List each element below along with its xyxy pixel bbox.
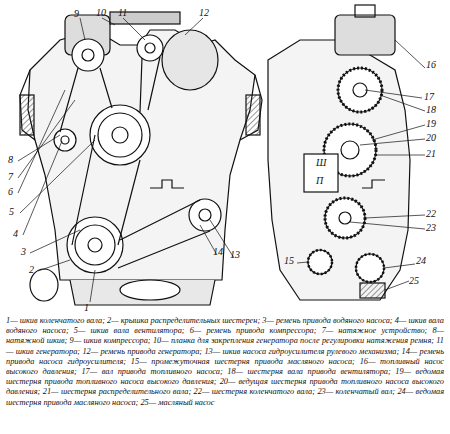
callout-number: 22 [426,209,436,219]
callout-number: 5 [9,207,14,217]
timing-mark-letter: П [316,176,323,186]
callout-number: 13 [230,250,240,260]
callout-number: 24 [416,256,426,266]
callout-number: 6 [8,187,13,197]
parts-caption: 1— шкив коленчатого вала; 2— крышка расп… [6,316,444,408]
callout-number: 12 [199,8,209,18]
callout-number: 17 [424,92,434,102]
callout-number: 2 [29,265,34,275]
callout-number: 20 [426,133,436,143]
timing-mark-letter: Ш [316,158,326,168]
callout-number: 23 [426,223,436,233]
callout-number: 15 [284,256,294,266]
callout-number: 25 [409,276,419,286]
callout-number: 3 [21,247,26,257]
callout-number: 8 [8,155,13,165]
callout-number: 10 [96,8,106,18]
callout-number: 14 [213,247,223,257]
callout-number: 11 [118,8,127,18]
callout-number: 16 [426,60,436,70]
callout-number: 9 [74,9,79,19]
callout-number: 19 [426,119,436,129]
callout-number: 1 [84,303,89,313]
callout-number: 18 [426,105,436,115]
callout-number: 21 [426,149,436,159]
callout-number: 7 [8,172,13,182]
callout-number: 4 [13,229,18,239]
